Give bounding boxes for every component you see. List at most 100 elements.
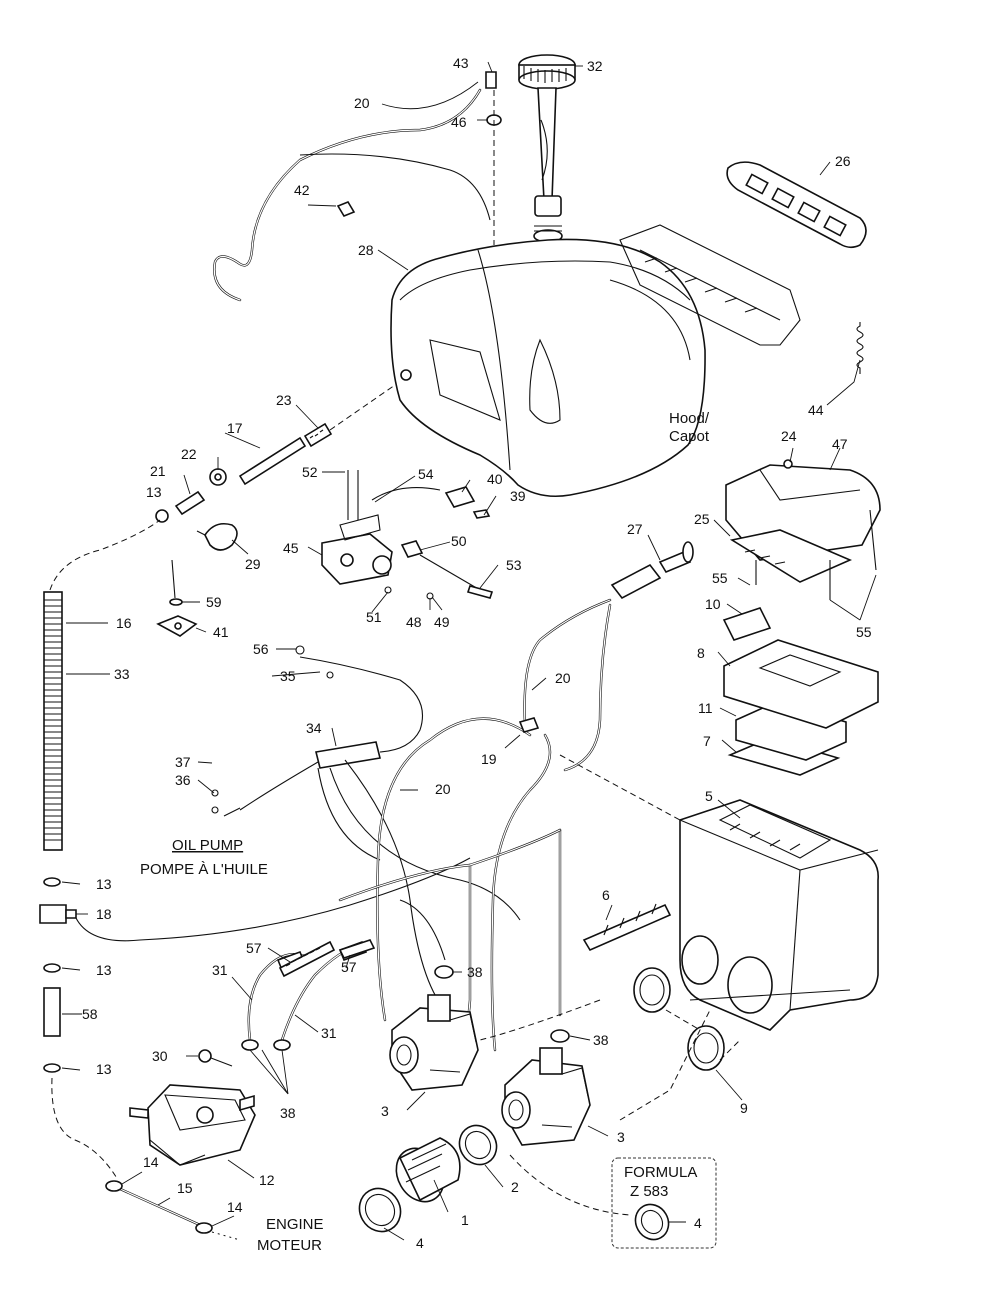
callout-13: 13 — [146, 484, 162, 500]
callout-42: 42 — [294, 182, 310, 198]
callout-15: 15 — [177, 1180, 193, 1196]
text-labels: Hood/ Capot OIL PUMP POMPE À L'HUILE ENG… — [140, 410, 710, 1254]
callout-54: 54 — [418, 466, 434, 482]
callout-58: 58 — [82, 1006, 98, 1022]
callout-28: 28 — [358, 242, 374, 258]
callout-26: 26 — [835, 153, 851, 169]
callout-3: 3 — [617, 1129, 625, 1145]
callout-38: 38 — [467, 964, 483, 980]
callout-14: 14 — [227, 1199, 243, 1215]
callout-20: 20 — [435, 781, 451, 797]
engine-label: ENGINE — [266, 1216, 324, 1233]
callout-56: 56 — [253, 641, 269, 657]
callout-11: 11 — [698, 700, 713, 716]
callout-7: 7 — [703, 733, 711, 749]
hose-guard — [43, 519, 161, 851]
callout-6: 6 — [602, 887, 610, 903]
clamp-4-formula — [634, 1203, 670, 1241]
callout-47: 47 — [832, 436, 848, 452]
formula-variant-box — [611, 1157, 717, 1249]
callout-38: 38 — [280, 1105, 296, 1121]
callout-18: 18 — [96, 906, 112, 922]
callout-17: 17 — [227, 420, 243, 436]
callout-45: 45 — [283, 540, 299, 556]
oil-pump-label: OIL PUMP — [172, 837, 243, 854]
callout-16: 16 — [116, 615, 132, 631]
callout-20: 20 — [555, 670, 571, 686]
callout-55: 55 — [856, 624, 872, 640]
primer — [610, 541, 694, 600]
seal-strip — [582, 903, 672, 952]
pompe-huile-label: POMPE À L'HUILE — [140, 861, 268, 878]
callout-57: 57 — [246, 940, 262, 956]
fuel-pump — [129, 1084, 256, 1166]
callout-3: 3 — [381, 1103, 389, 1119]
bracket-bolt — [156, 559, 198, 637]
callout-34: 34 — [306, 720, 322, 736]
callout-1: 1 — [461, 1212, 469, 1228]
callout-5: 5 — [705, 788, 713, 804]
callout-19: 19 — [481, 751, 497, 767]
vent-hoses-mid — [376, 598, 612, 1052]
callout-10: 10 — [705, 596, 721, 612]
callout-46: 46 — [451, 114, 467, 130]
air-silencer — [679, 799, 879, 1031]
tank-outlet-fittings — [155, 384, 396, 523]
callout-numbers: 1 2 3 3 4 4 5 6 7 8 9 10 11 12 13 13 13 … — [82, 55, 872, 1251]
callout-43: 43 — [453, 55, 469, 71]
clamp — [196, 522, 238, 551]
spring — [856, 322, 864, 374]
capot-label: Capot — [669, 428, 710, 445]
formula-label: FORMULA — [624, 1164, 697, 1181]
callout-31: 31 — [212, 962, 228, 978]
callout-51: 51 — [366, 609, 382, 625]
callout-50: 50 — [451, 533, 467, 549]
callout-2: 2 — [511, 1179, 519, 1195]
callout-52: 52 — [302, 464, 318, 480]
clamp-2 — [458, 1124, 498, 1166]
fuel-cap — [518, 54, 576, 243]
callout-29: 29 — [245, 556, 261, 572]
callout-37: 37 — [175, 754, 191, 770]
callout-55: 55 — [712, 570, 728, 586]
callout-12: 12 — [259, 1172, 275, 1188]
callout-39: 39 — [510, 488, 526, 504]
callout-24: 24 — [781, 428, 797, 444]
callout-38: 38 — [593, 1032, 609, 1048]
hood-label: Hood/ — [669, 410, 710, 427]
throttle-cables — [278, 899, 446, 978]
callout-13: 13 — [96, 1061, 112, 1077]
callout-59: 59 — [206, 594, 222, 610]
carburetor-right — [501, 1029, 591, 1146]
adapter-rings — [633, 967, 725, 1071]
bolt — [198, 1049, 233, 1067]
fuel-tank — [390, 238, 706, 498]
callout-23: 23 — [276, 392, 292, 408]
callout-14: 14 — [143, 1154, 159, 1170]
callout-30: 30 — [152, 1048, 168, 1064]
callout-9: 9 — [740, 1100, 748, 1116]
carburetor-left — [389, 965, 479, 1091]
intake-boot — [358, 1137, 461, 1233]
alignment-lines — [479, 754, 741, 1216]
callout-13: 13 — [96, 876, 112, 892]
moteur-label: MOTEUR — [257, 1237, 322, 1254]
clip — [336, 201, 356, 217]
callout-21: 21 — [150, 463, 166, 479]
callout-27: 27 — [627, 521, 643, 537]
callout-53: 53 — [506, 557, 522, 573]
tank-bracket — [619, 224, 801, 346]
callout-57: 57 — [341, 959, 357, 975]
callout-31: 31 — [321, 1025, 337, 1041]
filter-stack — [722, 607, 879, 776]
tank-support — [726, 161, 867, 249]
callout-48: 48 — [406, 614, 422, 630]
callout-13: 13 — [96, 962, 112, 978]
callout-36: 36 — [175, 772, 191, 788]
callout-35: 35 — [280, 668, 296, 684]
callout-25: 25 — [694, 511, 710, 527]
leader-lines — [61, 61, 877, 1241]
callout-40: 40 — [487, 471, 503, 487]
callout-49: 49 — [434, 614, 450, 630]
